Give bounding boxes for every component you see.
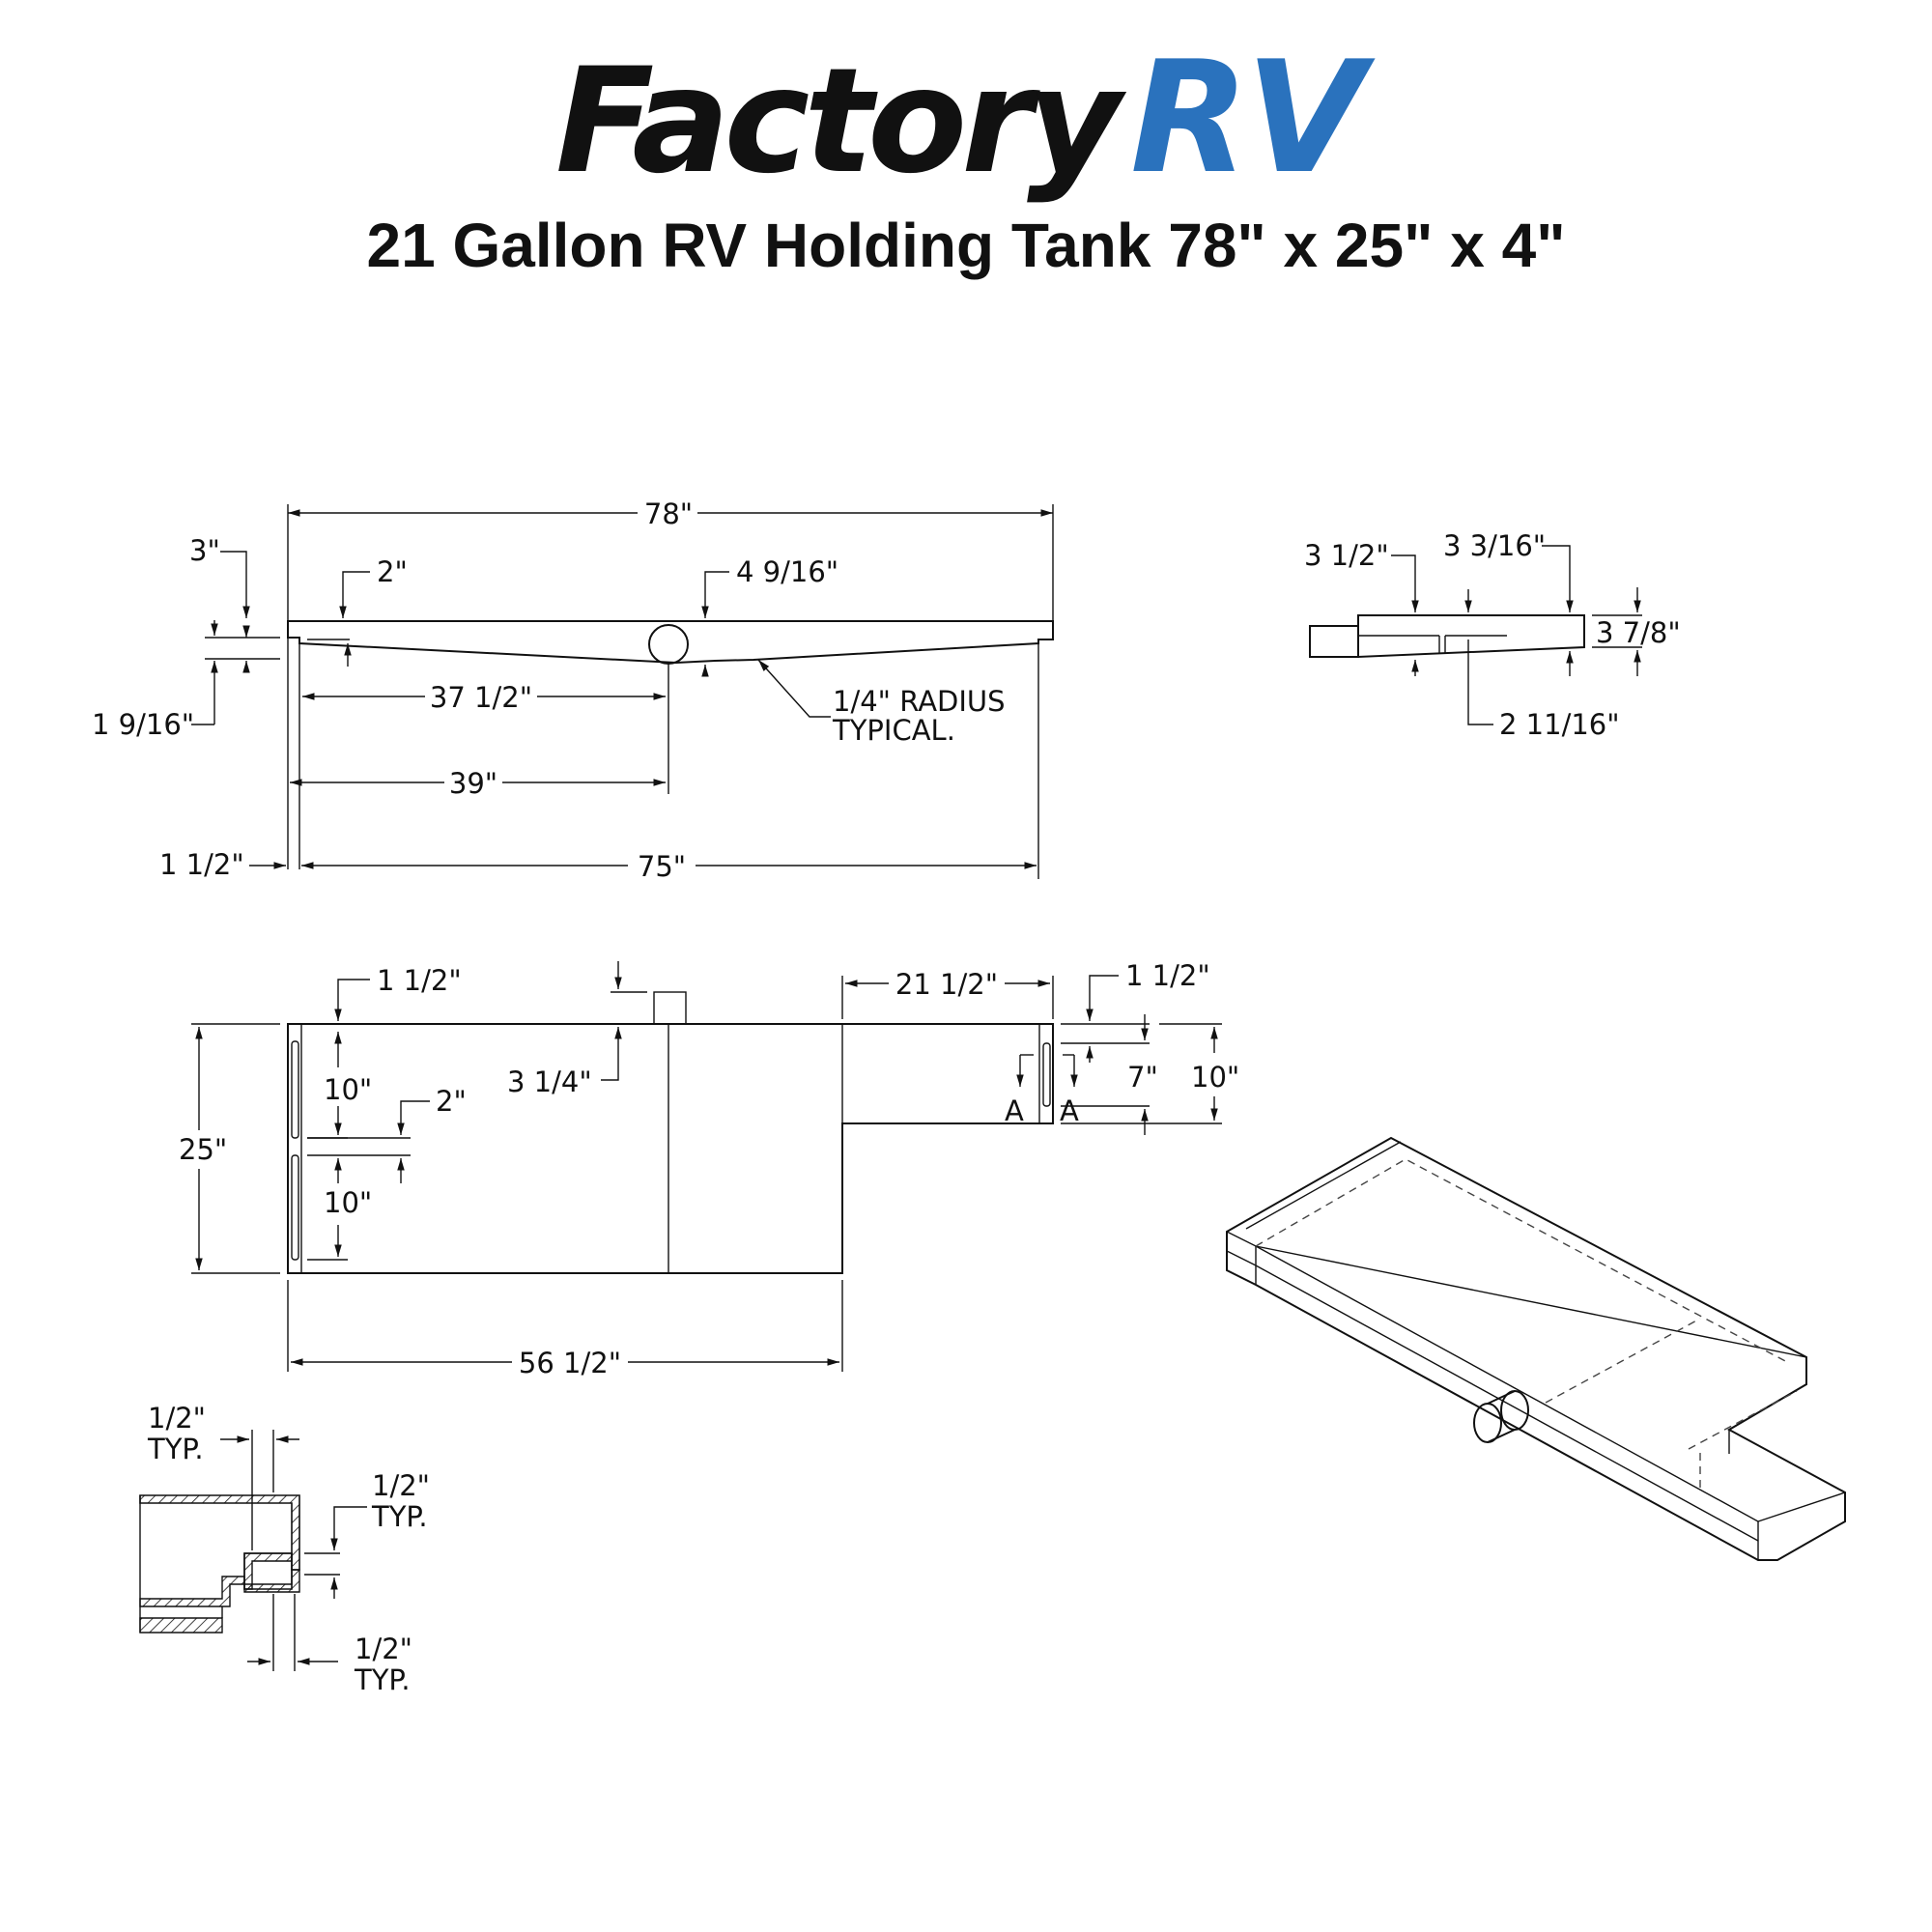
dim-end-d: 2 11/16" [1499,708,1620,741]
dim-slot-top: 10" [324,1073,372,1106]
top-view: 1 1/2" 10" 2" 10" 25" 3 1/4" 2 [179,959,1239,1379]
side-view: 78" 3" 2" 4 9/16" 1 9/16" 37 1/2" 1/4" R… [92,497,1054,883]
dim-slot-gap: 2" [436,1085,467,1118]
page-title: 21 Gallon RV Holding Tank 78" x 25" x 4" [366,211,1565,280]
dim-body-length: 75" [638,850,686,883]
dim-right-slot: 7" [1127,1061,1158,1094]
note-radius-line2: TYPICAL. [832,714,955,747]
dim-top-lip: 3" [189,534,220,567]
logo-factory-text: Factory [555,38,1127,206]
dim-lip-depth: 2" [377,555,408,588]
section-detail: 1/2" TYP. 1/2" TYP. 1/2" TYP. [139,1402,430,1696]
dim-lip-thickness: 1 9/16" [92,708,194,741]
dim-to-outlet: 39" [449,767,497,800]
note-wall-top-line1: 1/2" [148,1402,206,1435]
dim-right-inset: 1 1/2" [1125,959,1210,992]
dim-end-b: 3 3/16" [1443,529,1546,562]
end-view: 3 1/2" 3 3/16" 3 7/8" 2 11/16" [1304,529,1681,741]
section-mark-left: A [1005,1094,1024,1127]
dim-width: 25" [179,1133,227,1166]
dim-end-c: 3 7/8" [1596,616,1681,649]
factory-rv-logo: Factory RV [555,27,1379,208]
section-mark-right: A [1060,1094,1079,1127]
dim-fitting-offset: 3 1/4" [507,1065,592,1098]
isometric-view [1226,1136,1846,1561]
dim-narrow-length: 21 1/2" [895,968,998,1001]
dim-inset: 1 1/2" [159,848,244,881]
dim-end-a: 3 1/2" [1304,539,1389,572]
dim-narrow-width: 10" [1191,1061,1239,1094]
dim-outlet-height: 4 9/16" [736,555,838,588]
logo-rv-text: RV [1130,27,1376,208]
note-wall-bottom-line1: 1/2" [355,1633,412,1665]
dim-edge-inset: 1 1/2" [377,964,462,997]
dim-overall-length: 78" [644,497,693,530]
dim-to-outlet-center: 37 1/2" [430,681,532,714]
dim-slot-bottom: 10" [324,1186,372,1219]
note-wall-top-line2: TYP. [147,1433,204,1465]
note-wall-right-line2: TYP. [371,1500,428,1533]
note-wall-right-line1: 1/2" [372,1469,430,1502]
note-radius-line1: 1/4" RADIUS [833,685,1006,718]
dim-wide-length: 56 1/2" [519,1347,621,1379]
note-wall-bottom-line2: TYP. [354,1663,411,1696]
